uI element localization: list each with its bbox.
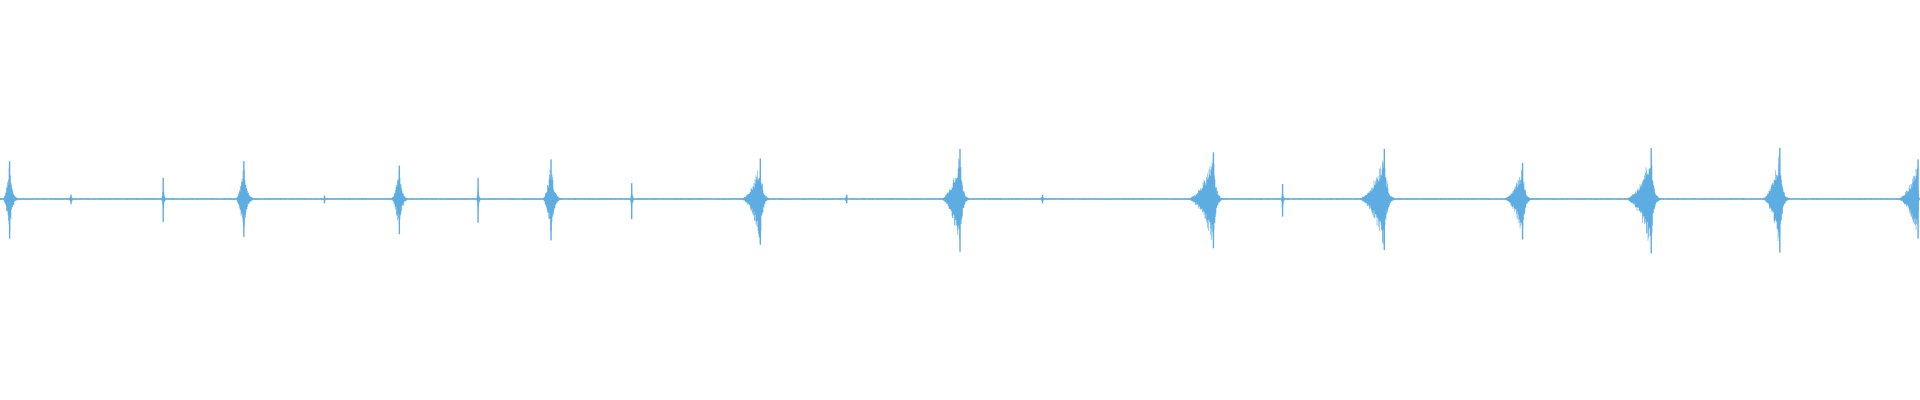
waveform-signal bbox=[0, 152, 1920, 247]
waveform-samples bbox=[0, 152, 1920, 247]
